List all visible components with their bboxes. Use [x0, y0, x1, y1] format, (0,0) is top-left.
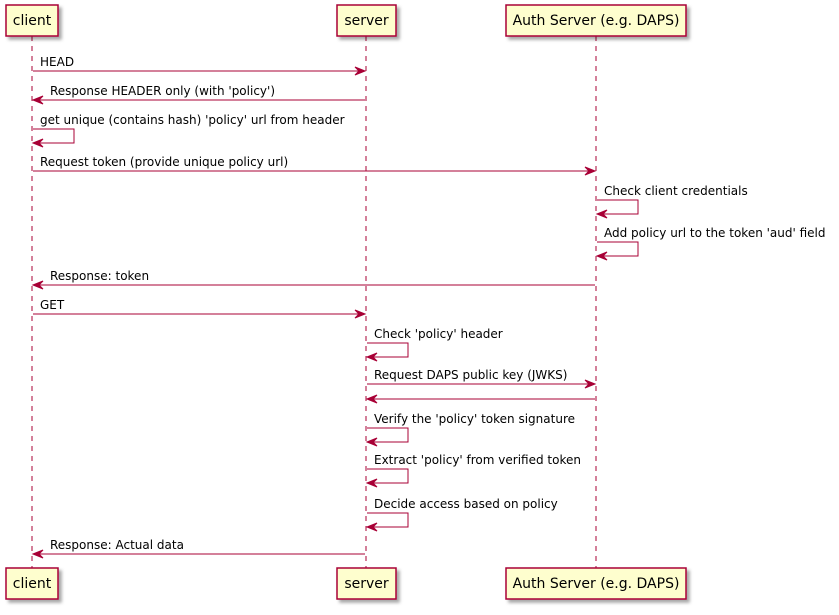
self-message-line: [367, 342, 409, 358]
arrow-head: [31, 95, 44, 105]
arrow-head: [354, 309, 367, 319]
participant-auth-top: Auth Server (e.g. DAPS): [505, 4, 687, 37]
participant-auth-bottom: Auth Server (e.g. DAPS): [505, 567, 687, 600]
self-message-line: [367, 512, 409, 528]
arrow-head: [31, 280, 44, 290]
arrow-head: [595, 209, 608, 219]
self-message-line: [597, 199, 639, 215]
participant-box: [5, 567, 59, 600]
arrow-head: [365, 437, 378, 447]
message: Decide access based on policy: [365, 497, 558, 532]
participant-label: Auth Server (e.g. DAPS): [513, 13, 680, 29]
participant-server-bottom: server: [336, 567, 397, 600]
participant-server-top: server: [336, 4, 397, 37]
message: Add policy url to the token 'aud' field: [595, 226, 826, 261]
message-label: Response: token: [50, 269, 149, 283]
self-message-line: [367, 427, 409, 443]
message-label: Check client credentials: [604, 184, 748, 198]
arrow-head: [584, 166, 597, 176]
message-label: Request token (provide unique policy url…: [40, 155, 288, 169]
arrow-head: [354, 66, 367, 76]
participant-client-top: client: [5, 4, 59, 37]
message: Response HEADER only (with 'policy'): [31, 84, 365, 105]
message: Check client credentials: [595, 184, 748, 219]
self-message-line: [33, 128, 75, 144]
message-label: HEAD: [40, 55, 74, 69]
message-label: Request DAPS public key (JWKS): [374, 368, 567, 382]
participant-box: [336, 4, 397, 37]
message-label: GET: [40, 298, 65, 312]
message: [365, 394, 595, 404]
message-label: Extract 'policy' from verified token: [374, 453, 581, 467]
arrow-head: [595, 251, 608, 261]
message-label: Decide access based on policy: [374, 497, 558, 511]
message-label: get unique (contains hash) 'policy' url …: [40, 113, 345, 127]
message: Check 'policy' header: [365, 327, 503, 362]
participant-box: [505, 4, 687, 37]
participant-box: [505, 567, 687, 600]
arrow-head: [31, 549, 44, 559]
participant-box: [5, 4, 59, 37]
message: Request DAPS public key (JWKS): [367, 368, 597, 389]
participant-label: server: [344, 576, 389, 592]
message: Verify the 'policy' token signature: [365, 412, 575, 447]
message: Response: Actual data: [31, 538, 365, 559]
arrow-head: [31, 138, 44, 148]
participant-box: [336, 567, 397, 600]
arrow-head: [584, 379, 597, 389]
message-label: Response HEADER only (with 'policy'): [50, 84, 275, 98]
participant-client-bottom: client: [5, 567, 59, 600]
participant-label: server: [344, 13, 389, 29]
participant-label: Auth Server (e.g. DAPS): [513, 576, 680, 592]
message: HEAD: [33, 55, 367, 76]
arrow-head: [365, 352, 378, 362]
arrow-head: [365, 478, 378, 488]
self-message-line: [597, 241, 639, 257]
participant-label: client: [13, 576, 52, 592]
self-message-line: [367, 468, 409, 484]
message-label: Add policy url to the token 'aud' field: [604, 226, 826, 240]
message: Request token (provide unique policy url…: [33, 155, 597, 176]
message: get unique (contains hash) 'policy' url …: [31, 113, 345, 148]
message: Extract 'policy' from verified token: [365, 453, 581, 488]
message-label: Verify the 'policy' token signature: [374, 412, 575, 426]
message-label: Check 'policy' header: [374, 327, 503, 341]
message: GET: [33, 298, 367, 319]
arrow-head: [365, 522, 378, 532]
arrow-head: [365, 394, 378, 404]
participant-label: client: [13, 13, 52, 29]
message-label: Response: Actual data: [50, 538, 184, 552]
message: Response: token: [31, 269, 595, 290]
